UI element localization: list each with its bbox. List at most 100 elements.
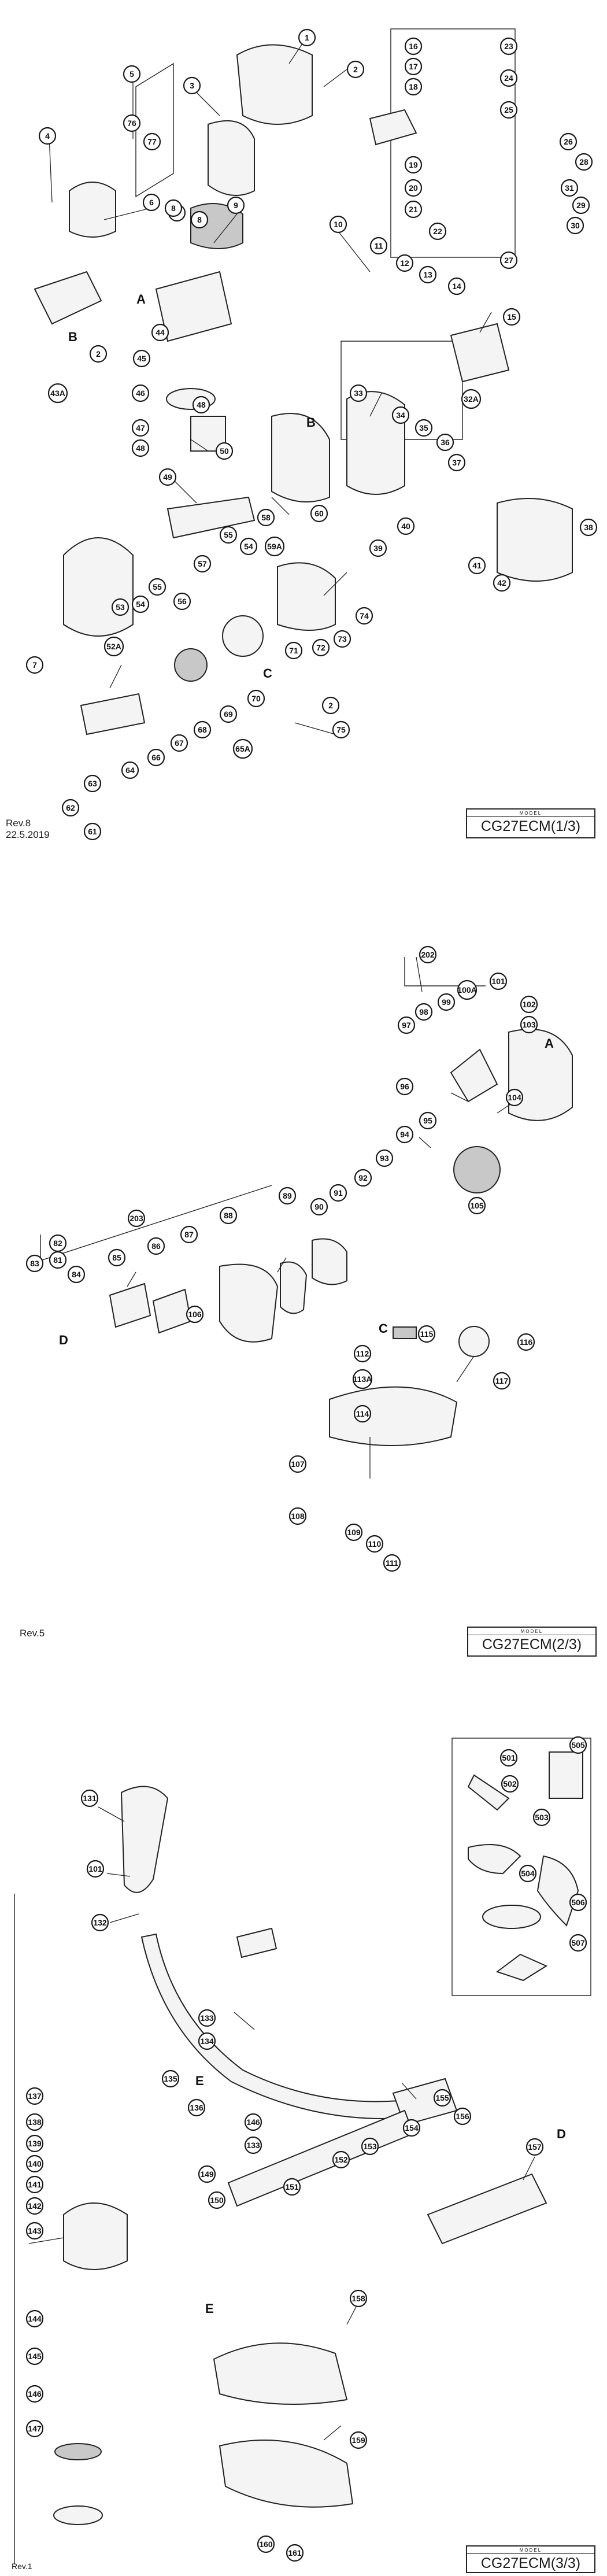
callout: 7 [25, 656, 44, 674]
svg-text:65A: 65A [235, 744, 250, 753]
svg-text:202: 202 [421, 950, 435, 959]
throttle-part [369, 109, 417, 146]
svg-text:161: 161 [288, 2548, 302, 2557]
cylinder-group-box [135, 62, 174, 198]
svg-text:149: 149 [200, 2170, 214, 2179]
callout: 57 [193, 555, 212, 573]
callout: 47 [131, 419, 150, 437]
svg-text:501: 501 [502, 1753, 516, 1762]
callout: 142 [25, 2197, 44, 2215]
callout: 87 [180, 1225, 198, 1244]
svg-text:146: 146 [246, 2117, 260, 2127]
callout: 140 [25, 2154, 44, 2173]
callout: 83 [25, 1254, 44, 1273]
svg-text:70: 70 [251, 694, 261, 703]
callout: 152 [332, 2150, 350, 2169]
leader-lines [28, 1806, 535, 2441]
svg-text:160: 160 [259, 2540, 273, 2549]
callout: 14 [447, 277, 466, 295]
callout: 111 [383, 1554, 401, 1572]
svg-text:109: 109 [347, 1528, 361, 1537]
svg-text:58: 58 [261, 513, 271, 522]
model-box: MODEL CG27ECM(3/3) [466, 2545, 595, 2573]
callout: 85 [108, 1248, 126, 1267]
svg-text:29: 29 [576, 201, 586, 210]
callout: 116 [517, 1333, 535, 1351]
svg-text:114: 114 [356, 1409, 369, 1418]
svg-text:4: 4 [45, 131, 50, 141]
svg-text:101: 101 [88, 1864, 102, 1873]
callout: 101 [489, 972, 508, 991]
svg-text:96: 96 [400, 1082, 409, 1091]
svg-text:153: 153 [363, 2142, 377, 2151]
callout: 74 [355, 607, 373, 625]
callout: 94 [395, 1125, 414, 1144]
model-caption: MODEL [467, 810, 594, 817]
callout: 35 [414, 419, 433, 437]
wrench-part [467, 1774, 510, 1811]
callout: 104 [505, 1088, 524, 1107]
svg-text:24: 24 [504, 73, 513, 83]
callout: 18 [404, 77, 423, 96]
clutch-part [174, 648, 208, 682]
svg-text:8: 8 [197, 215, 202, 224]
callout: 159 [349, 2431, 368, 2449]
svg-text:97: 97 [402, 1021, 411, 1030]
svg-text:101: 101 [491, 977, 505, 986]
revision-note: Rev.5 [20, 1628, 45, 1639]
svg-text:48: 48 [197, 400, 206, 409]
callout: 153 [361, 2137, 379, 2156]
crankcase-half-part [271, 413, 330, 502]
svg-text:16: 16 [409, 42, 418, 51]
clamp-part [236, 1927, 277, 1958]
svg-text:133: 133 [246, 2141, 260, 2150]
svg-text:66: 66 [151, 753, 161, 762]
callout: 2 [89, 345, 108, 363]
svg-text:140: 140 [28, 2159, 42, 2168]
sleeve-part [152, 1288, 192, 1334]
callout: 2 [321, 696, 340, 715]
callout: 147 [25, 2419, 44, 2438]
svg-text:D: D [557, 2127, 566, 2141]
pipe-part [427, 2173, 547, 2245]
callout: 155 [433, 2089, 451, 2107]
blade-part [495, 1953, 548, 1982]
svg-text:147: 147 [28, 2424, 42, 2433]
svg-text:117: 117 [495, 1376, 509, 1385]
callout: 141 [25, 2175, 44, 2194]
callout: 114 [353, 1405, 372, 1423]
svg-text:8: 8 [171, 204, 176, 213]
callout: 55 [219, 526, 238, 544]
svg-text:20: 20 [409, 183, 418, 193]
svg-text:28: 28 [579, 157, 589, 167]
model-box: MODEL CG27ECM(2/3) [467, 1627, 597, 1657]
callout: 3 [183, 76, 201, 95]
callouts-page-3: 131 101 132 133 134 135 136 146 133 155 … [25, 1736, 587, 2562]
revision-date: 22.5.2019 [6, 829, 50, 840]
svg-text:99: 99 [442, 997, 451, 1007]
svg-text:34: 34 [396, 411, 405, 420]
callout: 132 [91, 1913, 109, 1932]
callout: 49 [158, 468, 177, 486]
svg-text:33: 33 [354, 389, 363, 398]
callout: 89 [278, 1187, 297, 1205]
callout: 64 [121, 761, 139, 779]
callout: 105 [468, 1196, 486, 1215]
svg-text:32A: 32A [464, 394, 479, 404]
grommet-part [393, 1326, 417, 1339]
cutter-head-part [482, 1905, 541, 1929]
model-caption: MODEL [467, 2547, 594, 2554]
svg-text:42: 42 [497, 578, 506, 587]
callout: 139 [25, 2134, 44, 2153]
callout: 43A [47, 383, 68, 404]
model-box: MODEL CG27ECM(1/3) [466, 808, 595, 838]
carburetor-part [450, 323, 510, 383]
svg-text:41: 41 [472, 561, 482, 570]
model-name: CG27ECM(3/3) [480, 2555, 581, 2571]
svg-text:11: 11 [375, 241, 383, 250]
svg-text:13: 13 [423, 270, 432, 279]
svg-text:10: 10 [334, 220, 343, 229]
fuel-tank-part [329, 1386, 458, 1446]
svg-text:52A: 52A [106, 642, 121, 651]
svg-text:49: 49 [163, 472, 172, 482]
